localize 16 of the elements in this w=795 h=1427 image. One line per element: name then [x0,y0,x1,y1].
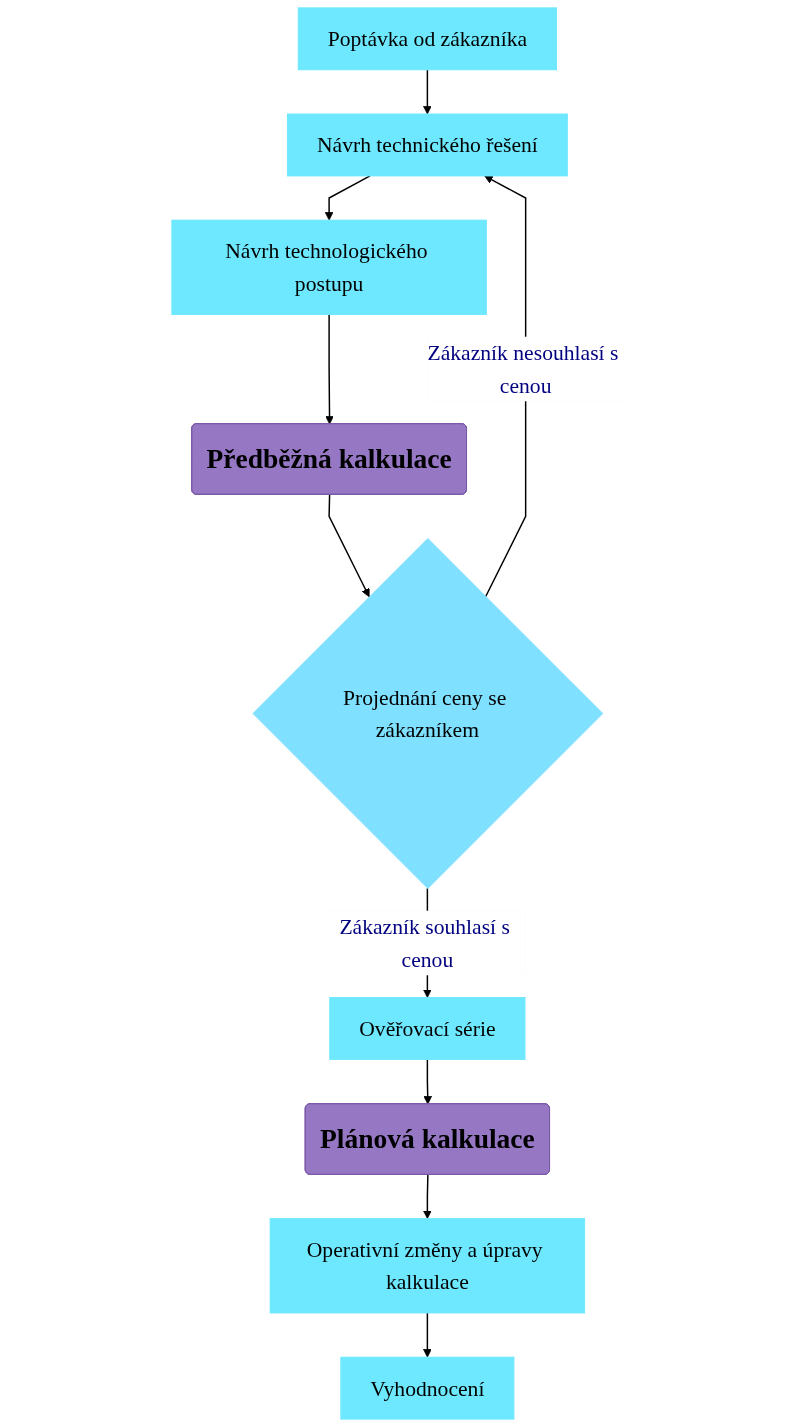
edge-label: Zákazník nesouhlasí s cenou [427,340,619,398]
arrow [422,1312,432,1358]
node-box: Ověřovací série [328,997,526,1060]
node-box: Návrh technického řešení [286,113,568,177]
node-box: Poptávka od zákazníka [297,7,557,71]
arrow [327,494,370,598]
arrow [422,69,432,115]
node-box: Vyhodnocení [339,1356,514,1420]
edge-label: Zákazník souhlasí s cenou [339,914,510,972]
arrow [324,175,371,221]
arrow [422,1058,432,1105]
node-diamond: Projednání ceny se zákazníkem [252,538,603,889]
node-box: Návrh technologického postupu [170,219,487,315]
arrow [324,313,334,425]
arrow [422,1174,432,1220]
node-box: Operativní změny a úpravy kalkulace [269,1218,585,1314]
